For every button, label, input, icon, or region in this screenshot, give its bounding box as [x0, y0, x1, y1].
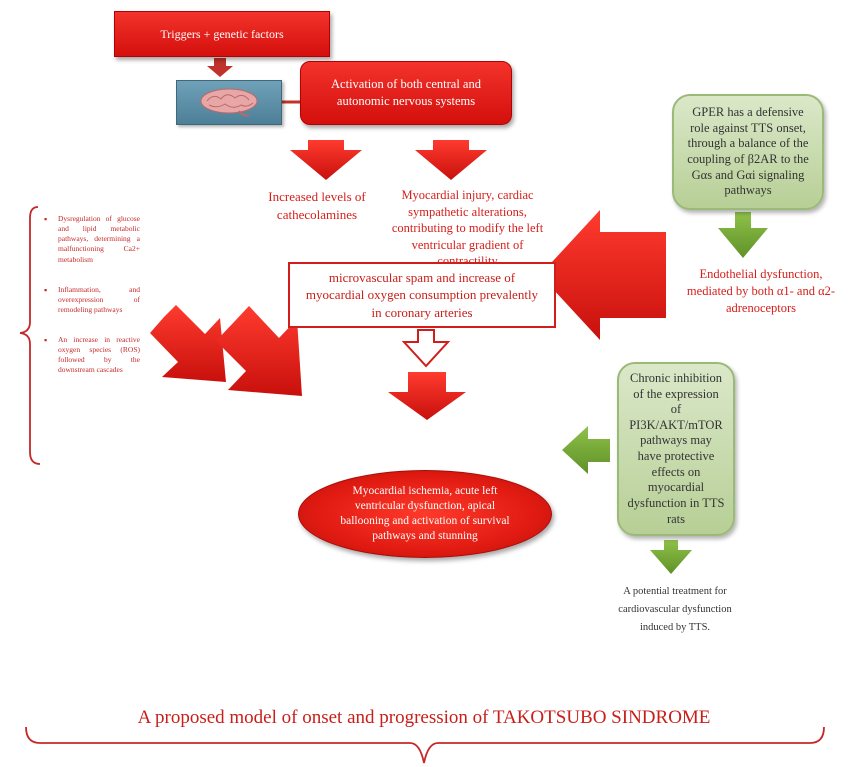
- activation-text: Activation of both central and autonomic…: [331, 77, 481, 108]
- arrow-hollow-down: [401, 329, 451, 368]
- brain-box: [176, 80, 282, 125]
- catecholamines-text: Increased levels of cathecolamines: [268, 189, 366, 222]
- myocardial-injury-text: Myocardial injury, cardiac sympathetic a…: [391, 188, 544, 268]
- left-brace: [19, 206, 41, 465]
- chronic-inhibition-text: Chronic inhibition of the expression of …: [627, 370, 725, 526]
- bottom-brace: [25, 726, 825, 764]
- gper-box: GPER has a defensive role against TTS on…: [672, 94, 824, 210]
- endothelial-text: Endothelial dysfunction, mediated by bot…: [686, 267, 836, 315]
- arrow-down-to-ischemia: [388, 372, 466, 420]
- chronic-inhibition-box: Chronic inhibition of the expression of …: [617, 362, 735, 536]
- arrow-down-myocardial-injury: [415, 140, 487, 180]
- list-item: Dysregulation of glucose and lipid metab…: [44, 213, 140, 265]
- arrow-triggers-to-brain: [207, 58, 233, 77]
- treatment-text: A potential treatment for cardiovascular…: [618, 586, 732, 633]
- gper-text: GPER has a defensive role against TTS on…: [687, 105, 809, 198]
- arrow-diagonal-1: [150, 305, 226, 382]
- activation-box: Activation of both central and autonomic…: [300, 61, 512, 125]
- triggers-text: Triggers + genetic factors: [160, 26, 284, 41]
- ischemia-ellipse: Myocardial ischemia, acute left ventricu…: [298, 470, 552, 558]
- factors-list: Dysregulation of glucose and lipid metab…: [44, 213, 140, 396]
- arrow-diagonal-2: [216, 306, 302, 396]
- arrow-green-down-endothelial: [718, 212, 768, 258]
- arrow-big-left: [540, 210, 666, 340]
- microvascular-text: microvascular spam and increase of myoca…: [305, 269, 539, 320]
- triggers-box: Triggers + genetic factors: [114, 11, 330, 57]
- arrow-green-down-treatment: [650, 540, 692, 574]
- list-item: An increase in reactive oxygen species (…: [44, 334, 140, 376]
- ischemia-text: Myocardial ischemia, acute left ventricu…: [340, 485, 510, 542]
- arrow-green-left: [562, 426, 610, 474]
- list-item: Inflammation, and overexpression of remo…: [44, 284, 140, 315]
- microvascular-box: microvascular spam and increase of myoca…: [288, 262, 556, 328]
- figure-caption: A proposed model of onset and progressio…: [137, 707, 711, 728]
- arrow-down-catecholamines: [290, 140, 362, 180]
- brain-icon: [200, 88, 258, 117]
